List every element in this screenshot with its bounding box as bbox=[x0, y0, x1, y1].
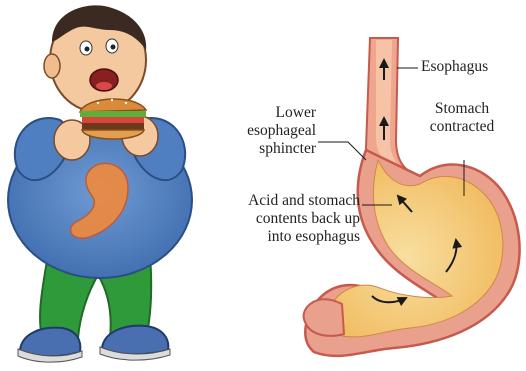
label-acid-reflux: Acid and stomach contents back up into e… bbox=[196, 192, 360, 246]
burger bbox=[80, 99, 146, 139]
label-acid-line1: Acid and stomach bbox=[196, 192, 360, 210]
label-les-line1: Lower bbox=[228, 104, 316, 122]
duodenum bbox=[304, 299, 344, 336]
label-les-line2: esophageal bbox=[228, 122, 316, 140]
label-acid-line3: into esophagus bbox=[196, 228, 360, 246]
ear bbox=[44, 54, 60, 78]
left-shoe bbox=[20, 328, 80, 357]
label-les-line3: sphincter bbox=[228, 140, 316, 158]
label-stomach-line2: contracted bbox=[412, 118, 512, 136]
label-esophagus: Esophagus bbox=[421, 58, 488, 76]
leader-les bbox=[318, 142, 366, 160]
man-eating-burger bbox=[8, 5, 192, 362]
label-stomach-line1: Stomach bbox=[412, 100, 512, 118]
label-acid-line2: contents back up bbox=[196, 210, 360, 228]
label-stomach-contracted: Stomach contracted bbox=[412, 100, 512, 136]
label-lower-esophageal-sphincter: Lower esophageal sphincter bbox=[228, 104, 316, 158]
